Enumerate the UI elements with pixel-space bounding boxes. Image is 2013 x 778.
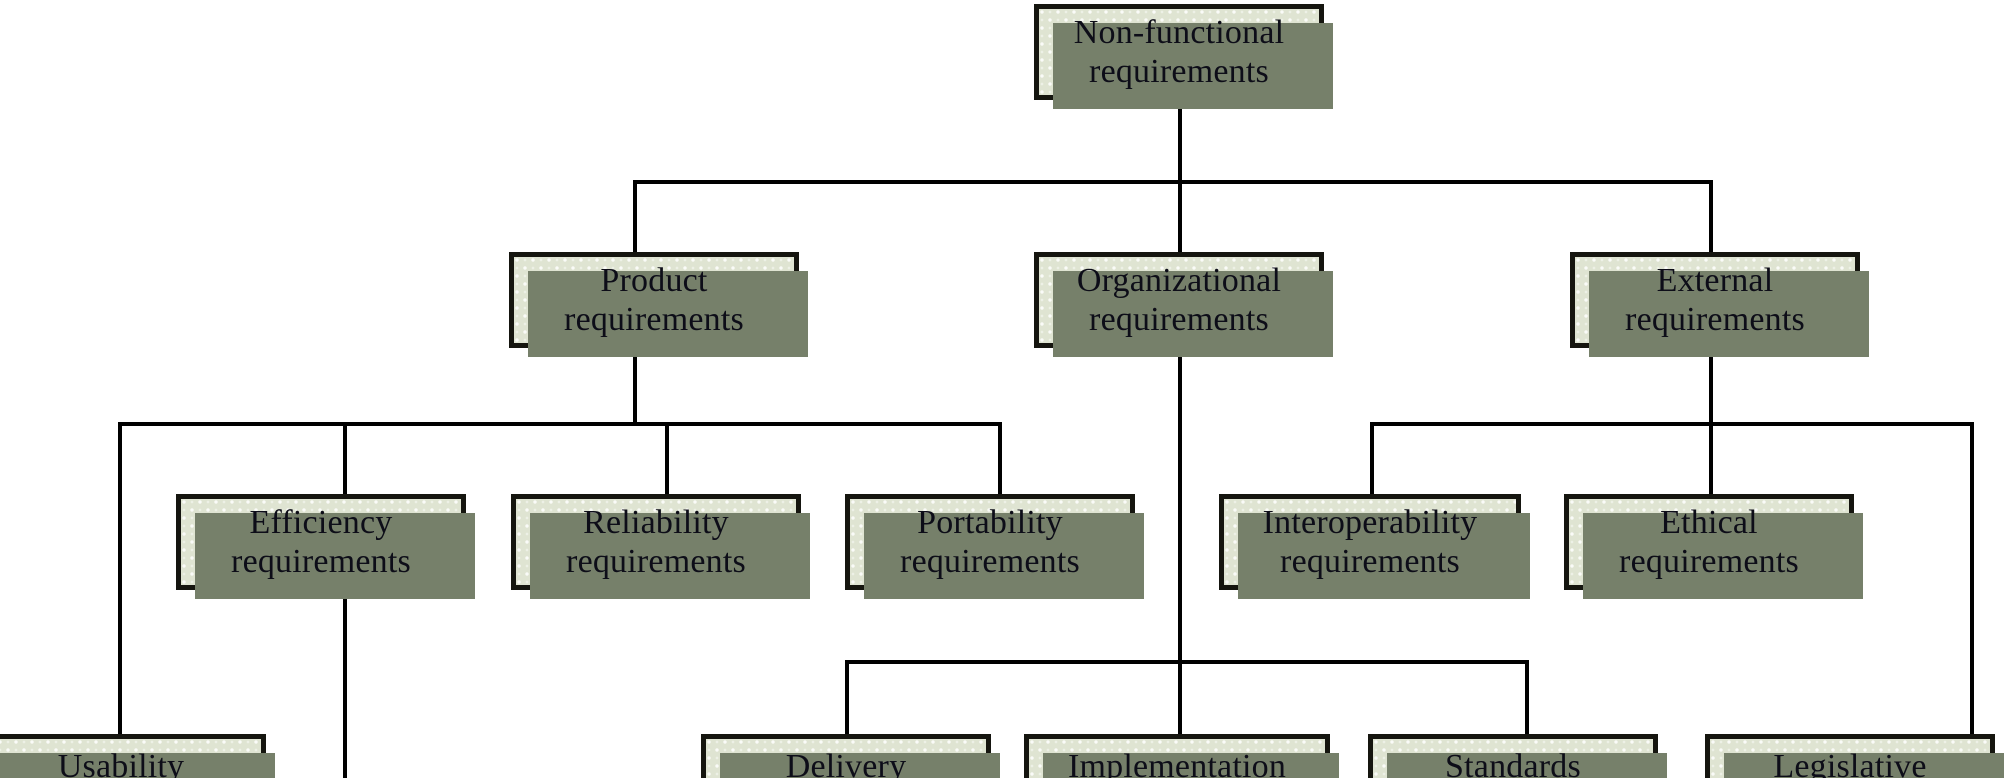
connector-to-interoperability [1370, 422, 1374, 494]
node-label-line1: Organizational [1076, 261, 1282, 299]
connector-to-external [1709, 180, 1713, 252]
node-label-line1: Portability [917, 503, 1063, 541]
connector-organizational-stem [1178, 350, 1182, 662]
node-label-line1: Delivery [785, 747, 907, 778]
node-shadow [1583, 513, 1863, 599]
connector-to-organizational [1178, 180, 1182, 252]
connector-level1-bus [633, 180, 1713, 184]
node-label-line1: Non-functional [1073, 13, 1285, 51]
connector-to-usability [118, 422, 122, 734]
node-label-line2: requirements [1619, 543, 1799, 580]
connector-external-stem [1709, 350, 1713, 426]
node-label-line2: requirements [1089, 53, 1269, 90]
node-shadow [1053, 23, 1333, 109]
connector-root-stem [1178, 96, 1182, 182]
node-standards[interactable]: Standards [1368, 734, 1667, 778]
node-label-line2: requirements [566, 543, 746, 580]
node-label-line1: Product [600, 261, 708, 299]
node-shadow [1724, 753, 2004, 778]
node-shadow [195, 513, 475, 599]
connector-product-bus [118, 422, 1002, 426]
connector-organizational-bus [845, 660, 1529, 664]
connector-external-bus [1370, 422, 1974, 426]
connector-to-implementation [1178, 660, 1182, 734]
node-label-line1: Efficiency [249, 503, 393, 541]
connector-to-portability [998, 422, 1002, 494]
node-label-line2: requirements [1280, 543, 1460, 580]
node-label-line2: requirements [900, 543, 1080, 580]
node-non-functional-requirements[interactable]: Non-functional requirements [1034, 4, 1333, 109]
node-ethical-requirements[interactable]: Ethical requirements [1564, 494, 1863, 599]
node-label-line1: Ethical [1660, 503, 1758, 541]
node-shadow [1589, 271, 1869, 357]
node-label-line1: Reliability [583, 503, 729, 541]
node-delivery[interactable]: Delivery [701, 734, 1000, 778]
node-shadow [1043, 753, 1339, 778]
node-efficiency-requirements[interactable]: Efficiency requirements [176, 494, 475, 599]
connector-to-product [633, 180, 637, 252]
node-portability-requirements[interactable]: Portability requirements [845, 494, 1144, 599]
node-label-line1: Implementation [1067, 747, 1287, 778]
node-label-line2: requirements [231, 543, 411, 580]
connector-to-ethical [1709, 422, 1713, 494]
connector-efficiency-stem [343, 592, 347, 778]
node-interoperability-requirements[interactable]: Interoperability requirements [1219, 494, 1530, 599]
node-reliability-requirements[interactable]: Reliability requirements [511, 494, 810, 599]
node-implementation[interactable]: Implementation [1024, 734, 1339, 778]
node-shadow [1387, 753, 1667, 778]
node-label-line2: requirements [1089, 301, 1269, 338]
node-label-line1: Standards [1445, 747, 1581, 778]
node-label-line2: requirements [1625, 301, 1805, 338]
connector-to-efficiency [343, 422, 347, 494]
connector-to-delivery [845, 660, 849, 734]
node-legislative[interactable]: Legislative [1705, 734, 2004, 778]
node-shadow [864, 513, 1144, 599]
node-label-line2: requirements [564, 301, 744, 338]
node-shadow [1053, 271, 1333, 357]
connector-to-standards [1525, 660, 1529, 734]
node-shadow [720, 753, 1000, 778]
node-organizational-requirements[interactable]: Organizational requirements [1034, 252, 1333, 357]
connector-to-reliability [665, 422, 669, 494]
node-label-line1: Interoperability [1262, 503, 1478, 541]
connector-to-legislative [1970, 422, 1974, 734]
node-external-requirements[interactable]: External requirements [1570, 252, 1869, 357]
node-product-requirements[interactable]: Product requirements [509, 252, 808, 357]
node-usability[interactable]: Usability [0, 734, 275, 778]
node-shadow [528, 271, 808, 357]
node-label-line1: Legislative [1773, 747, 1927, 778]
node-label-line1: Usability [57, 747, 185, 778]
connector-product-stem [633, 350, 637, 426]
node-shadow [0, 753, 275, 778]
node-shadow [530, 513, 810, 599]
node-label-line1: External [1656, 261, 1774, 299]
node-shadow [1238, 513, 1530, 599]
